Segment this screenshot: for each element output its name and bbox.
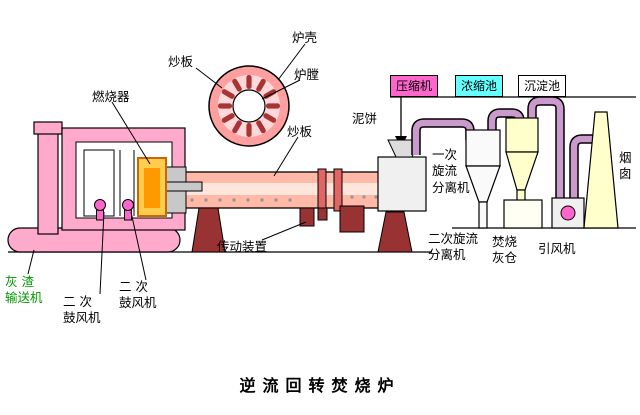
- label-primary-cyclone: 一次 旋流 分离机: [432, 147, 470, 195]
- blower-left-shape: [94, 199, 106, 211]
- label-secondary-blower-left: 二 次 鼓风机: [63, 294, 101, 326]
- stir-plate-blades: [218, 75, 280, 137]
- kiln-tyre: [317, 168, 327, 212]
- label-ash-conveyor: 灰 渣 输送机: [5, 274, 43, 306]
- label-burner: 燃烧器: [92, 89, 130, 104]
- label-mud-cake: 泥饼: [352, 111, 378, 126]
- kiln-tyre: [333, 168, 343, 212]
- label-transmission: 传动装置: [217, 239, 268, 254]
- diagram-title: 逆流回转焚烧炉: [239, 376, 401, 395]
- blower-right-shape: [122, 199, 134, 211]
- burner-shape: [137, 157, 167, 217]
- label-secondary-blower-right: 二 次 鼓风机: [119, 279, 157, 311]
- cyclone-2-shape: [505, 117, 539, 203]
- sedimentation-pool-box: 沉淀池: [518, 75, 566, 97]
- ash-conveyor-shape: [7, 121, 181, 253]
- label-stir-plate-mid: 炒板: [287, 124, 313, 139]
- compressor-box: 压缩机: [390, 75, 438, 97]
- chimney-shape: [583, 111, 619, 229]
- label-induced-draft-fan: 引风机: [538, 241, 576, 256]
- blower-shapes: [94, 199, 134, 221]
- label-stir-plate-top: 炒板: [168, 54, 194, 69]
- pointer-lines: [27, 43, 307, 295]
- concentration-pool-box: 浓缩池: [455, 75, 503, 97]
- transmission-gear-shape: [299, 205, 365, 233]
- label-ash-bin: 焚烧 灰仓: [492, 234, 518, 266]
- ash-bin-shape: [503, 199, 543, 229]
- cyclone-1-shape: [465, 129, 501, 229]
- kiln-supports: [191, 207, 413, 253]
- label-chimney: 烟 囱: [619, 150, 632, 182]
- induced-fan-shape: [551, 197, 585, 229]
- label-furnace-chamber: 炉膛: [294, 67, 320, 82]
- label-secondary-cyclone: 二次旋流 分离机: [428, 231, 479, 263]
- label-furnace-shell: 炉壳: [292, 30, 318, 45]
- kiln-cross-section: [208, 65, 290, 147]
